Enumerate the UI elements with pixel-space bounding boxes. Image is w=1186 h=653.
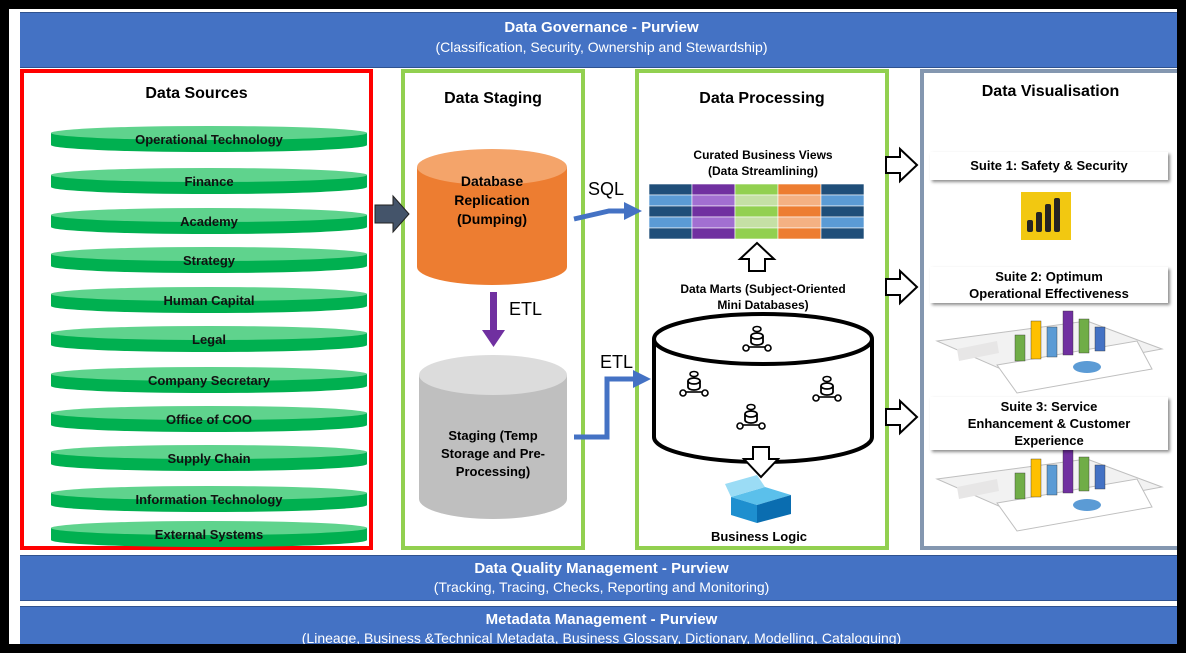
quality-title: Data Quality Management - Purview — [474, 560, 729, 577]
data-source-item: External Systems — [49, 520, 369, 548]
disk-icon — [51, 208, 367, 234]
data-source-label: Company Secretary — [147, 373, 271, 388]
data-source-label: Finance — [184, 174, 234, 189]
etl-arrow-icon — [482, 292, 505, 347]
suite-3-line-1: Suite 3: Service — [1000, 399, 1098, 414]
sql-arrow-icon — [573, 202, 642, 222]
replication-line-1: Database — [460, 173, 524, 189]
data-source-label: Operational Technology — [135, 132, 283, 147]
staging-database-icon — [419, 355, 567, 519]
chart-3d-icon — [935, 448, 1164, 532]
curated-line-1: Curated Business Views — [693, 148, 833, 162]
disk-icon — [51, 168, 367, 194]
data-source-item: Operational Technology — [49, 125, 369, 153]
governance-subtitle: (Classification, Security, Ownership and… — [435, 39, 768, 55]
data-source-label: Office of COO — [166, 412, 252, 427]
mini-database-icons — [679, 325, 842, 430]
replication-label: Database Replication (Dumping) — [419, 172, 565, 229]
disk-icon — [51, 445, 367, 471]
database-icon — [736, 403, 766, 430]
disk-icon — [51, 406, 367, 432]
suite-2-label: Suite 2: Optimum Operational Effectivene… — [930, 267, 1168, 303]
data-source-label: Human Capital — [163, 293, 255, 308]
replication-line-2: Replication — [454, 192, 530, 208]
etl-flow-arrow-icon — [574, 370, 651, 440]
marts-line-1: Data Marts (Subject-Oriented — [680, 282, 846, 296]
database-replication-icon — [417, 149, 567, 285]
disk-icon — [51, 247, 367, 273]
power-bi-icon — [1021, 192, 1071, 240]
quality-band: Data Quality Management - Purview (Track… — [20, 555, 1177, 601]
data-visualisation-title: Data Visualisation — [981, 83, 1120, 100]
curated-views-label: Curated Business Views (Data Streamlinin… — [645, 147, 881, 179]
arrow-right-icon — [885, 268, 919, 306]
data-source-label: External Systems — [154, 527, 264, 542]
data-source-item: Finance — [49, 167, 369, 195]
governance-title: Data Governance - Purview — [504, 19, 699, 36]
disk-icon — [51, 521, 367, 547]
marts-line-2: Mini Databases) — [717, 298, 809, 312]
arrow-down-icon — [741, 446, 781, 479]
suite-2-line-1: Suite 2: Optimum — [995, 269, 1103, 284]
quality-subtitle: (Tracking, Tracing, Checks, Reporting an… — [433, 579, 770, 595]
database-icon — [742, 325, 772, 352]
suite-1-label: Suite 1: Safety & Security — [930, 152, 1168, 180]
business-logic-label: Business Logic — [710, 529, 808, 544]
etl-label-processing: ETL — [600, 352, 634, 372]
arrow-up-icon — [737, 241, 777, 272]
data-source-item: Information Technology — [49, 485, 369, 513]
data-processing-title: Data Processing — [699, 90, 825, 107]
arrow-right-icon — [885, 398, 919, 436]
data-source-label: Information Technology — [135, 492, 283, 507]
data-source-item: Academy — [49, 207, 369, 235]
diagram-shapes — [374, 146, 1164, 532]
sql-label: SQL — [588, 179, 625, 199]
data-source-item: Office of COO — [49, 405, 369, 433]
data-source-item: Company Secretary — [49, 366, 369, 394]
data-sources-title: Data Sources — [145, 85, 248, 102]
disk-icon — [51, 367, 367, 393]
database-icon — [679, 370, 709, 397]
data-staging-title: Data Staging — [444, 90, 542, 107]
metadata-title: Metadata Management - Purview — [485, 611, 718, 628]
staging-db-label: Staging (Temp Storage and Pre- Processin… — [421, 427, 565, 481]
disk-icon — [51, 326, 367, 352]
staging-line-1: Staging (Temp — [448, 428, 538, 443]
disk-icon — [51, 486, 367, 512]
arrow-right-icon — [885, 146, 919, 184]
etl-label-staging: ETL — [509, 299, 543, 319]
box-icon — [725, 475, 791, 523]
staging-line-3: Processing) — [455, 464, 531, 479]
disk-icon — [51, 287, 367, 313]
chart-3d-icon — [935, 310, 1164, 394]
data-source-item: Supply Chain — [49, 444, 369, 472]
data-source-label: Supply Chain — [167, 451, 251, 466]
suite-3-line-3: Experience — [1014, 433, 1084, 448]
replication-line-3: (Dumping) — [457, 211, 527, 227]
data-source-label: Legal — [192, 332, 226, 347]
arrow-right-icon — [374, 194, 410, 234]
data-source-item: Strategy — [49, 246, 369, 274]
staging-line-2: Storage and Pre- — [440, 446, 546, 461]
governance-band: Data Governance - Purview (Classificatio… — [20, 12, 1177, 68]
data-marts-label: Data Marts (Subject-Oriented Mini Databa… — [645, 281, 881, 313]
data-source-label: Strategy — [182, 253, 236, 268]
curated-line-2: (Data Streamlining) — [707, 164, 818, 178]
metadata-band: Metadata Management - Purview (Lineage, … — [20, 606, 1177, 646]
suite-3-label: Suite 3: Service Enhancement & Customer … — [930, 397, 1168, 450]
suite-2-line-2: Operational Effectiveness — [969, 286, 1129, 301]
suite-3-line-2: Enhancement & Customer — [967, 416, 1131, 431]
data-source-item: Legal — [49, 325, 369, 353]
data-source-label: Academy — [180, 214, 238, 229]
data-source-item: Human Capital — [49, 286, 369, 314]
disk-icon — [51, 126, 367, 152]
database-icon — [812, 375, 842, 402]
curated-views-table — [648, 183, 865, 240]
metadata-subtitle: (Lineage, Business &Technical Metadata, … — [301, 630, 902, 646]
